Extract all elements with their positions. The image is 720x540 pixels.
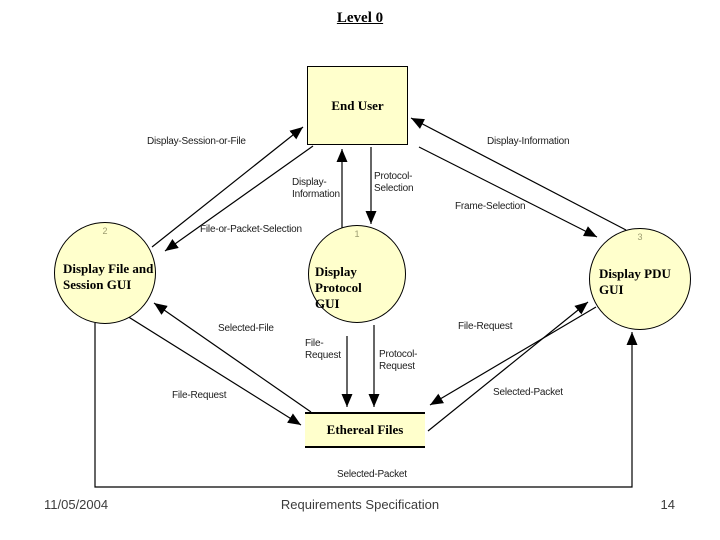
flow-label-protocol-request: Protocol- Request [379, 349, 418, 372]
flow-label-display-session-or-file: Display-Session-or-File [147, 136, 246, 147]
flow-file-request-right [429, 306, 597, 406]
process-number: 2 [102, 226, 108, 236]
datastore-ethereal-files: Ethereal Files [305, 412, 425, 448]
flow-frame-selection [418, 146, 598, 238]
flow-selected-packet-right [427, 301, 589, 432]
flow-label-file-or-packet-selection: File-or-Packet-Selection [200, 224, 302, 235]
flow-file-request-left [126, 315, 302, 426]
process-display-pdu-gui: 3 Display PDU GUI [589, 228, 691, 330]
flow-label-selected-packet-right: Selected-Packet [493, 387, 563, 398]
end-user-entity: End User [307, 66, 408, 145]
end-user-label: End User [331, 97, 384, 113]
flow-label-selected-packet-bottom: Selected-Packet [337, 469, 407, 480]
footer-title: Requirements Specification [280, 497, 440, 512]
flow-label-protocol-selection: Protocol- Selection [374, 171, 414, 194]
flow-label-display-information-center: Display- Information [292, 177, 340, 200]
flow-label-file-request-right: File-Request [458, 321, 513, 332]
flow-label-file-request-left: File-Request [172, 390, 227, 401]
footer-date: 11/05/2004 [44, 497, 109, 512]
flow-selected-file [153, 302, 312, 413]
flow-file-or-packet-selection [164, 145, 314, 252]
page-title: Level 0 [336, 10, 384, 26]
process-label: Display File and Session GUI [63, 261, 154, 292]
process-label: Display PDU GUI [599, 266, 671, 297]
flow-label-frame-selection: Frame-Selection [455, 201, 526, 212]
process-number: 1 [354, 229, 360, 239]
process-label: Display Protocol GUI [315, 264, 362, 311]
flow-label-selected-file: Selected-File [218, 323, 274, 334]
flow-label-file-request-center: File- Request [305, 338, 341, 361]
process-display-file-session-gui: 2 Display File and Session GUI [54, 222, 156, 324]
flow-display-information-right [410, 117, 627, 231]
flow-display-session-or-file [151, 126, 304, 248]
flow-label-display-information-right: Display-Information [487, 136, 570, 147]
flow-selected-packet-bottom [94, 323, 638, 488]
process-display-protocol-gui: 1 Display Protocol GUI [308, 225, 406, 323]
datastore-label: Ethereal Files [326, 422, 404, 437]
process-number: 3 [637, 232, 643, 242]
footer-page-number: 14 [660, 497, 675, 512]
